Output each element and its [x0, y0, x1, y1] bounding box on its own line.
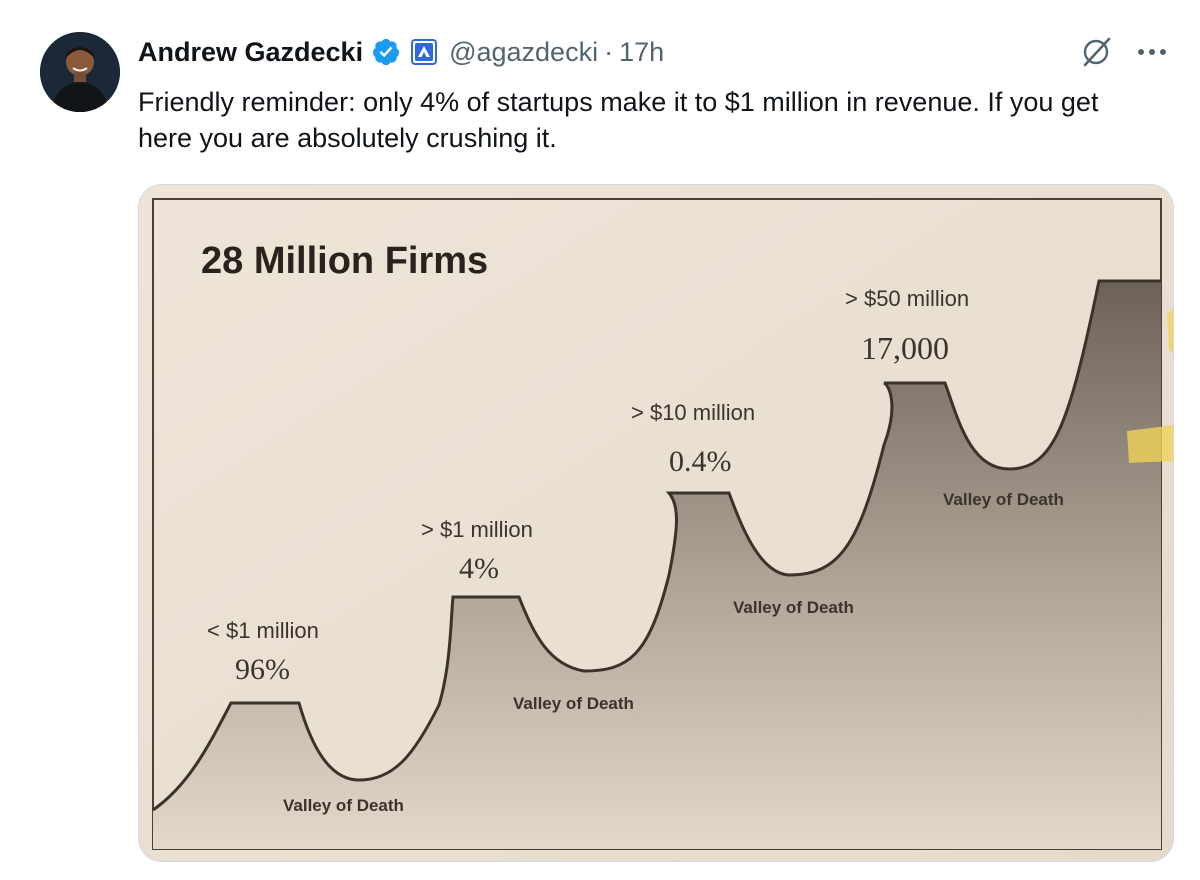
peak-value-label: 96% — [235, 653, 290, 686]
valley-label: Valley of Death — [733, 598, 854, 617]
peak-value-label: 4% — [459, 552, 499, 585]
grok-icon — [1083, 37, 1111, 67]
valley-label: Valley of Death — [513, 694, 634, 713]
verified-badge-icon — [371, 37, 401, 67]
highlight-mark — [1167, 307, 1173, 354]
tweet-header: Andrew Gazdecki @agazdecki · 17h — [138, 30, 664, 74]
peak-value-label: 17,000 — [861, 330, 949, 366]
avatar-photo — [40, 32, 120, 112]
peak-range-label: < $1 million — [207, 618, 319, 643]
peak-value-label: 0.4% — [669, 445, 732, 478]
hill-area — [153, 281, 1161, 849]
valley-label: Valley of Death — [943, 490, 1064, 509]
peak-range-label: > $10 million — [631, 400, 755, 425]
more-button[interactable] — [1130, 30, 1174, 74]
hill-outline — [152, 279, 1161, 812]
grok-button[interactable] — [1076, 32, 1116, 72]
peak-range-label: > $1 million — [421, 517, 533, 542]
author-handle[interactable]: @agazdecki — [449, 36, 599, 67]
more-icon — [1138, 49, 1166, 55]
affiliate-badge-icon[interactable] — [411, 39, 438, 65]
separator-dot: · — [604, 36, 614, 67]
author-name[interactable]: Andrew Gazdecki — [138, 36, 364, 67]
peak-range-label: > $50 million — [845, 286, 969, 311]
highlight-mark — [1127, 425, 1173, 463]
tweet-image[interactable]: 28 Million Firms < $1 million 96% > $1 m… — [138, 184, 1174, 862]
valley-of-death-illustration: 28 Million Firms < $1 million 96% > $1 m… — [139, 185, 1173, 861]
timestamp[interactable]: 17h — [619, 36, 665, 67]
valley-label: Valley of Death — [283, 796, 404, 815]
image-title: 28 Million Firms — [201, 240, 488, 282]
tweet-text: Friendly reminder: only 4% of startups m… — [138, 87, 1099, 153]
avatar[interactable] — [40, 32, 120, 112]
